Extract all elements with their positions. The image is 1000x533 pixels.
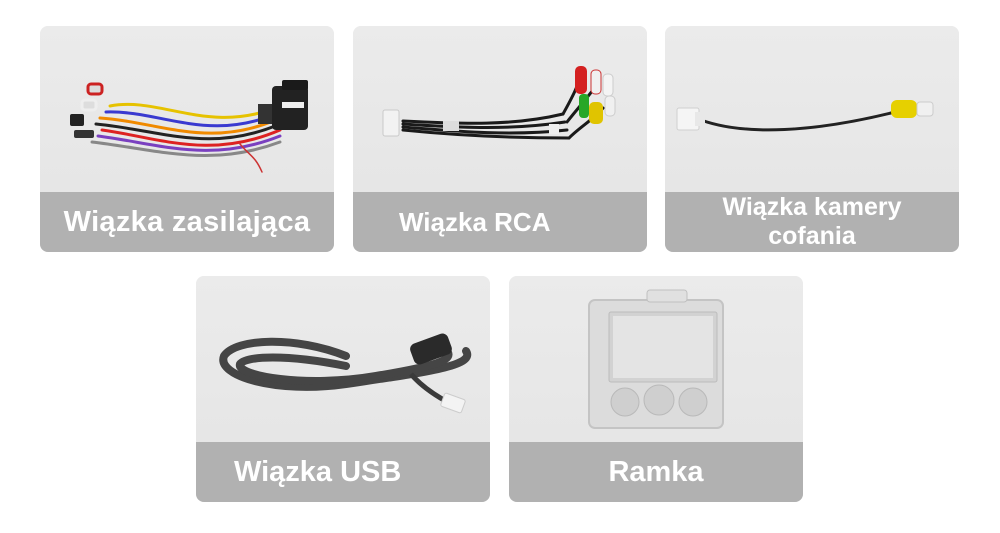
product-card-usb-cable: Wiązka USB — [196, 276, 490, 502]
usb-cable-image — [196, 276, 490, 442]
product-card-power-harness: Wiązka zasilająca — [40, 26, 334, 252]
card-label: Wiązka zasilająca — [40, 192, 334, 252]
product-card-rca-harness: Wiązka RCA — [353, 26, 647, 252]
power-harness-image — [40, 26, 334, 192]
card-label-line-2: cofania — [768, 222, 856, 250]
card-label: Ramka — [509, 442, 803, 502]
product-card-rear-camera-cable: Wiązka kamery cofania — [665, 26, 959, 252]
rear-camera-cable-image — [665, 26, 959, 192]
card-label: Wiązka kamery cofania — [665, 192, 959, 252]
dashboard-frame-image — [509, 276, 803, 442]
card-label: Wiązka RCA — [353, 192, 647, 252]
product-card-dashboard-frame: Ramka — [509, 276, 803, 502]
card-label-line-1: Wiązka kamery — [722, 193, 902, 221]
rca-harness-image — [353, 26, 647, 192]
card-label: Wiązka USB — [196, 442, 490, 502]
